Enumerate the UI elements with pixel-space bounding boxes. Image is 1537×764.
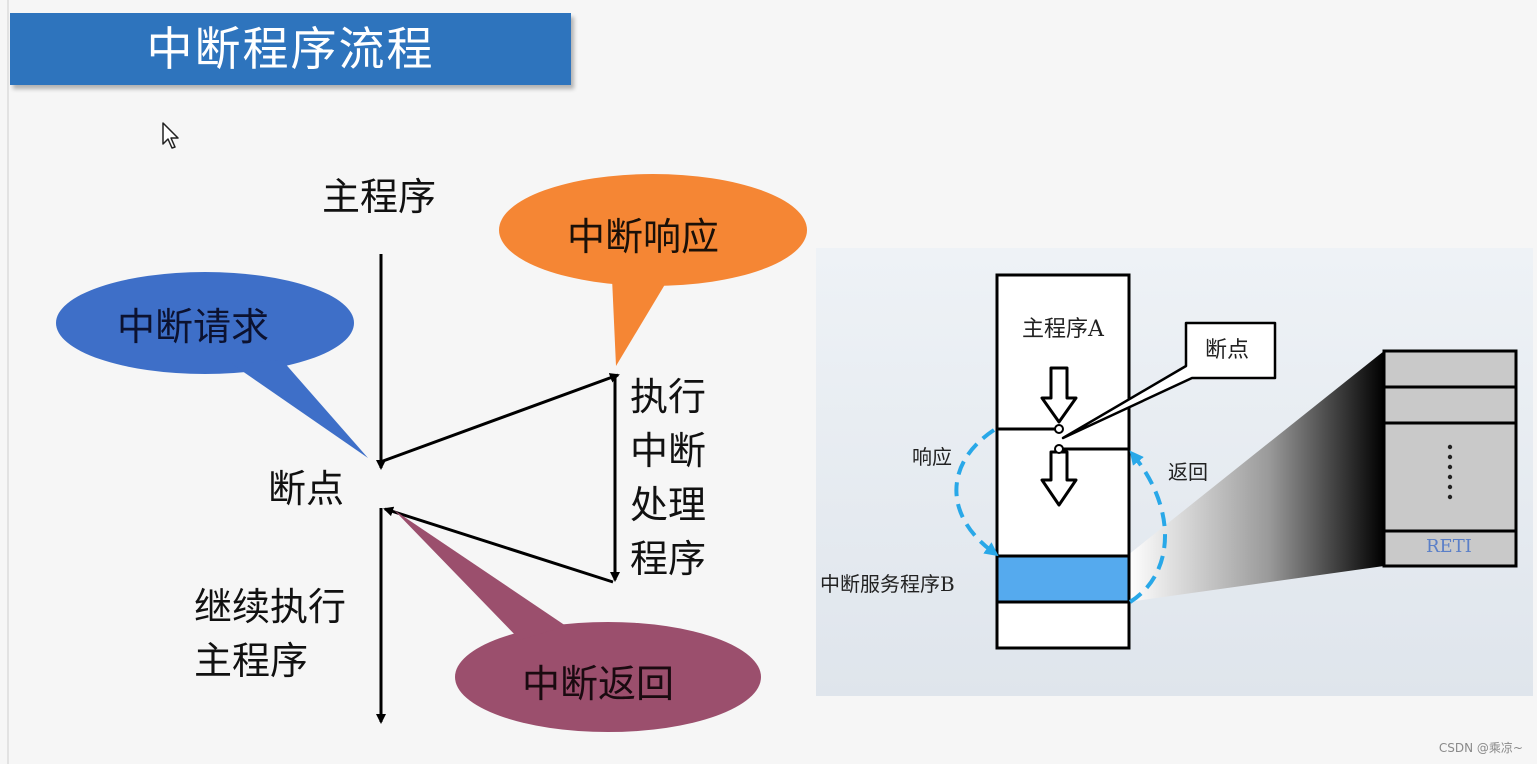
to-isr-arrow: [382, 373, 620, 463]
return-label: 返回: [1168, 460, 1208, 484]
return-arrow: [383, 506, 614, 584]
memory-diagram: [954, 273, 1518, 650]
isr-label: 执行 中断 处理 程序: [630, 370, 720, 586]
mouse-cursor-icon: [162, 122, 179, 149]
left-edge-rule: [7, 0, 9, 764]
callout-request-text: 中断请求: [117, 305, 270, 349]
slide-title: 中断程序流程: [146, 22, 435, 76]
ellipsis-dots-icon: [1447, 444, 1453, 500]
isr-label-line: 处理: [630, 483, 707, 527]
continue-label-line1: 继续执行: [194, 585, 347, 629]
main-program-label: 主程序: [322, 175, 437, 219]
isr-label-line: 程序: [630, 537, 707, 581]
breakpoint-callout: [1061, 321, 1277, 440]
flow-diagram: [56, 174, 807, 732]
panel-breakpoint-label: 断点: [1205, 338, 1250, 363]
continue-label-line2: 主程序: [194, 639, 309, 683]
callout-return: [394, 510, 761, 732]
callout-return-text: 中断返回: [522, 662, 675, 706]
memory-panel: 主程序A 断点 响应 返回 中断服务程序B RETI: [816, 248, 1533, 696]
response-arc-arrow: [954, 428, 999, 557]
isr-b-label: 中断服务程序B: [820, 572, 955, 596]
zoom-projection: [1128, 351, 1384, 602]
response-label: 响应: [912, 445, 952, 469]
down-arrow-icon: [1040, 366, 1078, 424]
return-arc-arrow: [1128, 450, 1167, 604]
isr-highlight: [995, 554, 1131, 604]
callout-response: [499, 174, 807, 366]
main-program-a-label: 主程序A: [1022, 317, 1104, 342]
isr-label-line: 执行: [630, 375, 707, 419]
reti-label: RETI: [1426, 536, 1472, 557]
down-arrow-icon: [1040, 450, 1078, 507]
title-bar: 中断程序流程: [10, 13, 571, 85]
watermark: CSDN @乘凉~: [1438, 741, 1523, 755]
breakpoint-label: 断点: [268, 467, 345, 511]
isr-label-line: 中断: [630, 429, 707, 473]
callout-response-text: 中断响应: [567, 215, 720, 259]
callout-request: [56, 272, 368, 458]
